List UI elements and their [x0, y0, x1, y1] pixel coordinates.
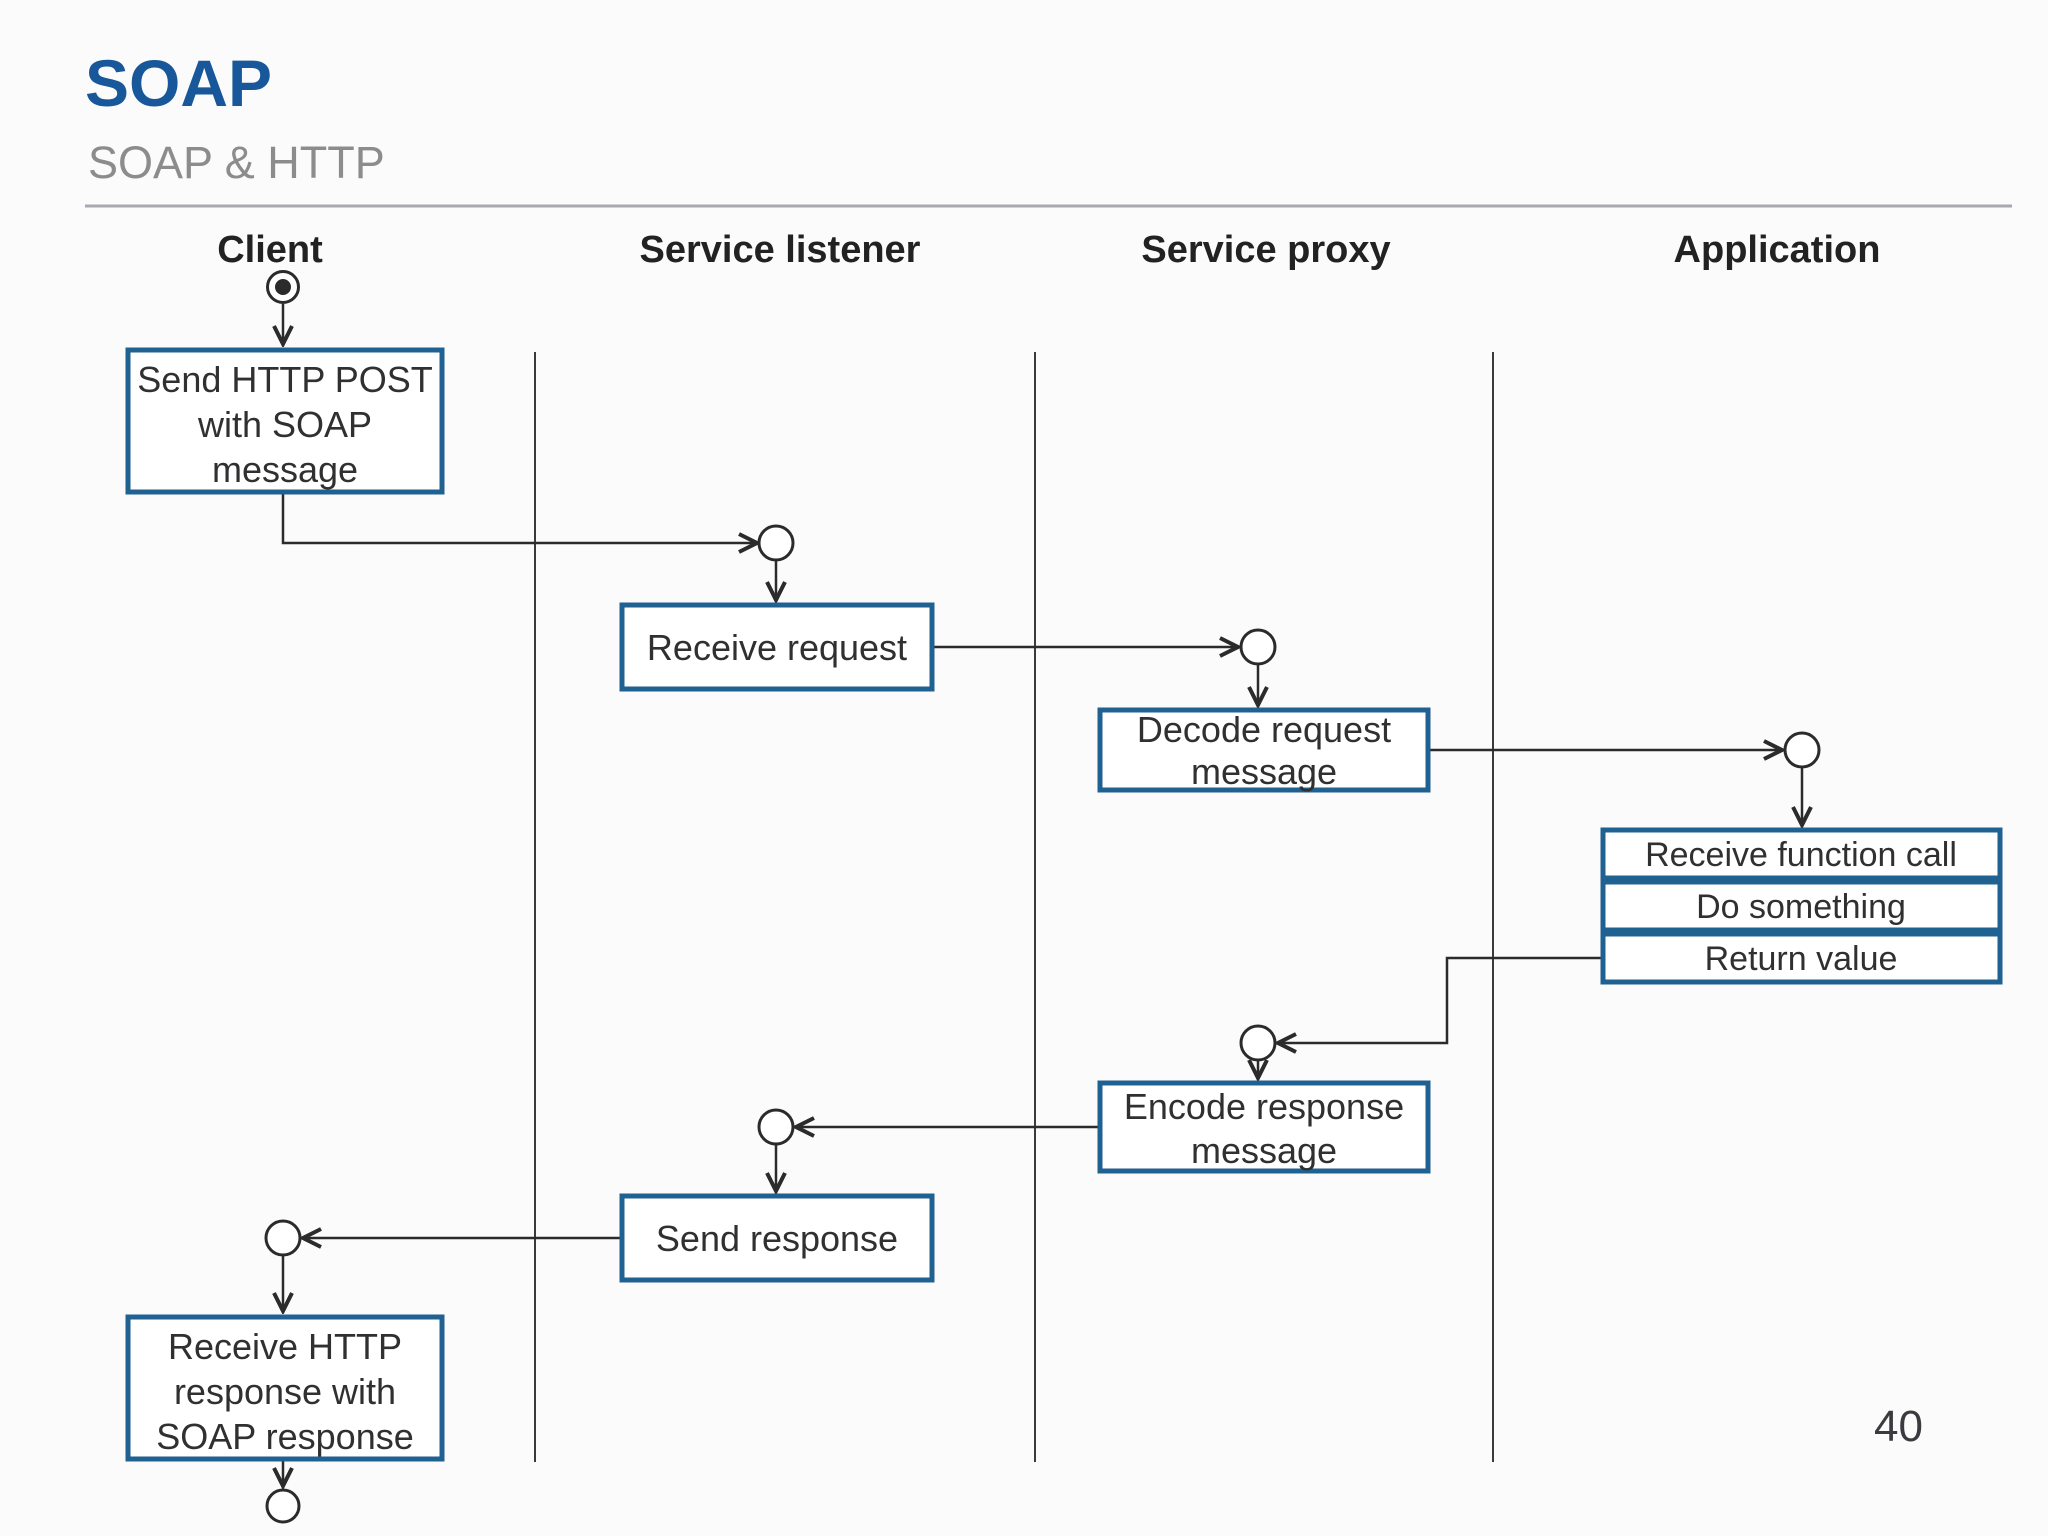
flow-send-post-to-listener	[281, 492, 757, 543]
activity-send-response: Send response	[619, 1193, 935, 1283]
connector-circle-client-return	[264, 1219, 302, 1257]
connector-circle-proxy-return	[1239, 1024, 1277, 1062]
lane-header-application: Application	[1674, 229, 1881, 271]
activity-label: Do something	[1696, 888, 1906, 926]
activity-send-http-post: Send HTTP POST with SOAP message	[125, 347, 445, 495]
slide-title: SOAP	[85, 46, 272, 120]
activity-label: Encode response	[1124, 1086, 1404, 1127]
activity-label: Return value	[1705, 940, 1898, 978]
activity-label: Decode request	[1137, 709, 1391, 750]
slide-subtitle: SOAP & HTTP	[88, 137, 385, 188]
activity-decode-request: Decode request message	[1097, 707, 1431, 793]
page-number: 40	[1874, 1402, 1923, 1451]
lane-header-client: Client	[217, 229, 323, 271]
activity-label: with SOAP	[197, 404, 372, 445]
activity-encode-response: Encode response message	[1097, 1080, 1431, 1174]
connector-circle-listener-in	[757, 524, 795, 562]
activity-receive-http-response: Receive HTTP response with SOAP response	[125, 1314, 445, 1462]
lane-header-service-proxy: Service proxy	[1141, 229, 1390, 271]
activity-label: Send HTTP POST	[137, 359, 432, 400]
activity-label: message	[1191, 1130, 1337, 1171]
lane-header-service-listener: Service listener	[640, 229, 921, 271]
activity-receive-function-call: Receive function call	[1600, 827, 2003, 881]
activity-label: SOAP response	[156, 1416, 413, 1457]
activity-do-something: Do something	[1600, 879, 2003, 933]
activity-label: Send response	[656, 1218, 898, 1259]
activity-label: Receive function call	[1645, 836, 1957, 874]
activity-label: message	[1191, 751, 1337, 792]
activity-receive-request: Receive request	[619, 602, 935, 692]
activity-return-value: Return value	[1600, 931, 2003, 985]
activity-label: Receive HTTP	[168, 1326, 402, 1367]
start-node-inner-dot	[275, 279, 291, 295]
end-node	[265, 1488, 301, 1524]
activity-label: message	[212, 449, 358, 490]
activity-label: response with	[174, 1371, 396, 1412]
connector-circle-app-in	[1783, 731, 1821, 769]
flow-return-value-to-proxy	[1278, 956, 1603, 1043]
connector-circle-proxy-in	[1239, 628, 1277, 666]
activity-label: Receive request	[647, 627, 907, 668]
connector-circle-listener-return	[757, 1108, 795, 1146]
